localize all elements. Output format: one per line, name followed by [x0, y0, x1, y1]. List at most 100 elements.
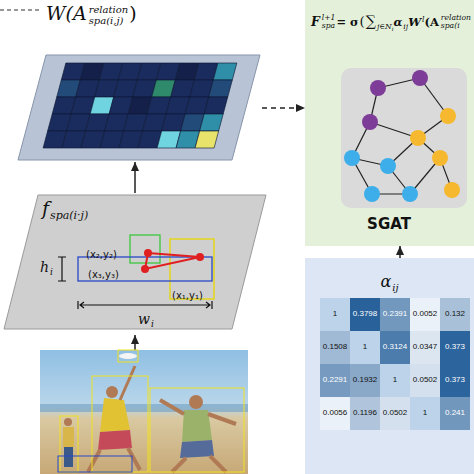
panel-shape — [0, 0, 262, 162]
graph-node — [362, 114, 378, 130]
math-text: j∈N — [377, 22, 392, 31]
text-group: fspa(i·j) — [42, 197, 88, 222]
dashed-line — [0, 9, 40, 10]
math-text: i — [50, 267, 53, 277]
graph-node — [344, 150, 360, 166]
matrix-cell: 0.0347 — [410, 331, 440, 364]
connector — [134, 162, 136, 193]
matrix-cell: 0.0056 — [320, 397, 350, 430]
width-arrow — [78, 301, 212, 309]
math-text: spa(i·j) — [50, 209, 88, 222]
math-text: (x₁,y₁) — [172, 290, 203, 301]
center-dot — [141, 265, 149, 273]
graph-box — [341, 68, 467, 208]
matrix-cell: 0.3124 — [380, 331, 410, 364]
height-bracket — [58, 257, 66, 281]
math-text: spa — [322, 22, 336, 30]
matrix-cell: 0.0502 — [380, 397, 410, 430]
center-dot — [144, 249, 152, 257]
matrix-cell: 0.3798 — [350, 298, 380, 331]
math-text: i — [392, 26, 394, 33]
math-text: f — [42, 197, 49, 219]
matrix-cell: 1 — [350, 331, 380, 364]
math-text: l — [422, 15, 424, 24]
graph-node — [412, 70, 428, 86]
panel: fspa(i·j)(x₂,y₂)(x₁,y₁)(x₃,y₃)hiwi — [0, 193, 268, 333]
matrix-cell: 0.0502 — [410, 364, 440, 397]
matrix-cell: 0.373 — [440, 364, 470, 397]
math-text: ∑ — [366, 13, 376, 30]
graph-node — [380, 158, 396, 174]
matrix-cell: 0.241 — [440, 397, 470, 430]
graph-node — [402, 186, 418, 202]
text-group: W(Arelationspa(i,j)) — [46, 2, 138, 26]
script-stack: relationspa(i — [441, 14, 471, 30]
matrix-cell: 0.1508 — [320, 331, 350, 364]
math-text: h — [40, 259, 49, 275]
panel-shape — [305, 0, 474, 246]
math-text: (x₃,y₃) — [88, 269, 119, 280]
heatmap-cell — [200, 114, 224, 131]
graph-node — [364, 186, 380, 202]
text-group: (x₃,y₃) — [88, 263, 120, 282]
math-text: F — [311, 15, 320, 29]
text-group: (x₂,y₂) — [86, 243, 118, 262]
connector — [399, 246, 401, 258]
math-text: ) — [129, 2, 136, 24]
triangle — [145, 253, 200, 269]
graph-node — [440, 108, 456, 124]
math-text: α — [380, 272, 391, 291]
text-group: αij — [380, 272, 398, 294]
math-text: w — [138, 311, 150, 327]
graph-node — [444, 182, 460, 198]
text-group: hi — [40, 257, 53, 278]
math-text: ( — [360, 14, 365, 29]
math-text: ij — [403, 22, 408, 31]
heatmap — [43, 63, 237, 148]
math-text: i — [151, 319, 154, 329]
text-group: SGAT — [367, 214, 412, 233]
bbox — [130, 235, 160, 263]
heatmap-cell — [209, 80, 233, 97]
heatmap-cell — [195, 131, 219, 148]
script-stack: l+1spa — [322, 14, 336, 30]
matrix-cell: 1 — [320, 298, 350, 331]
graph-node — [370, 80, 386, 96]
math-text: ij — [392, 282, 398, 293]
script-stack: relationspa(i,j) — [89, 5, 129, 26]
matrix-cell: 0.2391 — [380, 298, 410, 331]
matrix-cell: 0.132 — [440, 298, 470, 331]
math-text: relation — [441, 14, 471, 22]
text-group: (x₁,y₁) — [172, 284, 204, 303]
panel: W(Arelationspa(i,j)) — [0, 0, 262, 162]
matrix-cell: 0.1196 — [350, 397, 380, 430]
photo — [40, 350, 248, 474]
math-text: SGAT — [367, 215, 411, 233]
center-dot — [196, 253, 204, 261]
connector — [262, 107, 305, 109]
heatmap-cell — [204, 97, 228, 114]
graph-node — [410, 130, 426, 146]
math-text: α — [394, 16, 403, 29]
panel: Fl+1spa= σ(∑j∈NiαijWl(Arelationspa(iSGAT — [305, 0, 474, 246]
text-group: wi — [138, 309, 154, 330]
matrix-cell: 0.2291 — [320, 364, 350, 397]
heatmap-cell — [213, 63, 237, 80]
math-text: spa(i — [441, 22, 471, 30]
math-text: W — [408, 16, 421, 29]
math-text: W(A — [46, 2, 87, 24]
graph-node — [432, 150, 448, 166]
panel-parallelogram — [18, 55, 260, 160]
matrix-cell: 1 — [380, 364, 410, 397]
math-text: relation — [89, 5, 129, 16]
math-text: spa(i,j) — [89, 16, 129, 27]
panel-parallelogram — [4, 195, 266, 329]
arrow — [134, 335, 136, 350]
math-text: = σ — [336, 16, 358, 29]
math-text: (x₂,y₂) — [86, 249, 117, 260]
math-text: l+1 — [322, 14, 336, 22]
bbox — [78, 257, 212, 281]
matrix-cell: 1 — [410, 397, 440, 430]
matrix-cell: 0.0052 — [410, 298, 440, 331]
matrix-cell: 0.1932 — [350, 364, 380, 397]
